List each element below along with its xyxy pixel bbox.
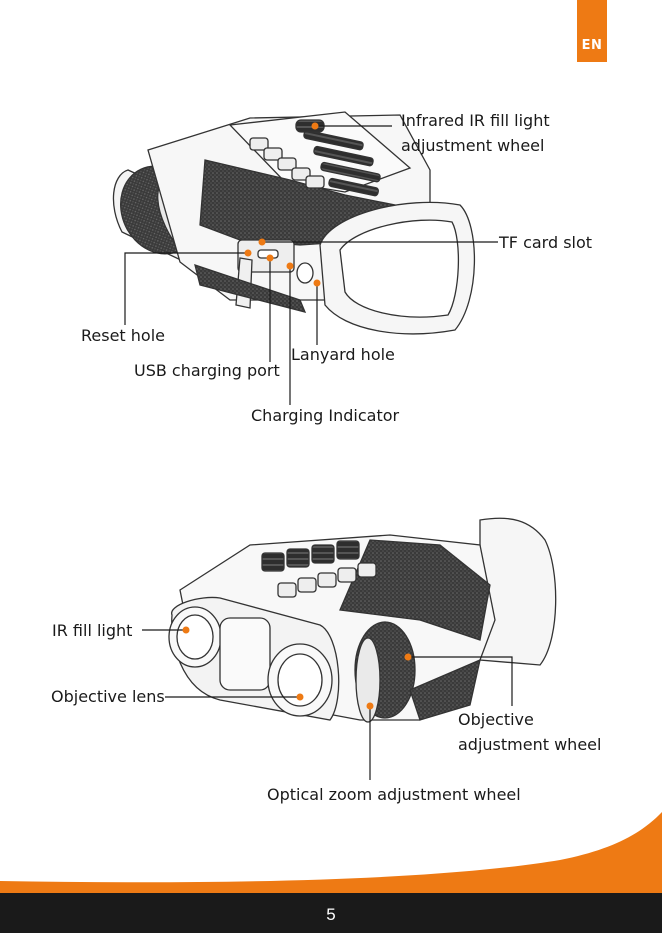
page-number: 5 — [0, 905, 662, 925]
label-ir-fill-light: IR fill light — [52, 618, 132, 643]
label-ir-wheel-line1: Infrared IR fill light — [401, 108, 550, 133]
label-ir-wheel: Infrared IR fill light adjustment wheel — [401, 108, 550, 158]
label-ir-wheel-line2: adjustment wheel — [401, 133, 550, 158]
label-reset-hole: Reset hole — [81, 323, 165, 348]
label-lanyard-hole: Lanyard hole — [291, 342, 395, 367]
bottom-device-drawing — [169, 518, 556, 722]
label-usb-charging-port: USB charging port — [134, 358, 280, 383]
label-objective-wheel-line2: adjustment wheel — [458, 732, 601, 757]
label-objective-wheel: Objective adjustment wheel — [458, 707, 601, 757]
label-tf-card-slot: TF card slot — [499, 230, 592, 255]
footer-swoosh — [0, 812, 662, 893]
label-objective-wheel-line1: Objective — [458, 707, 601, 732]
label-optical-zoom-wheel: Optical zoom adjustment wheel — [267, 782, 521, 807]
label-objective-lens: Objective lens — [51, 684, 165, 709]
label-charging-indicator: Charging Indicator — [251, 403, 399, 428]
